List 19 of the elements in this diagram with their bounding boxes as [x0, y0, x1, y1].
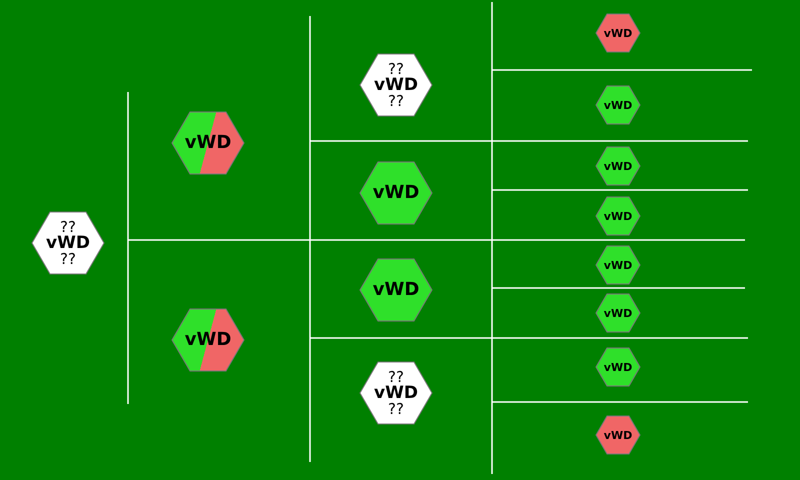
vwd-label: vWD	[46, 234, 90, 252]
vwd-label: vWD	[374, 384, 418, 402]
vwd-label: vWD	[604, 430, 632, 440]
unknown-status-text: ??	[388, 370, 404, 384]
vwd-label: vWD	[604, 210, 632, 222]
unknown-status-text: ??	[388, 94, 404, 108]
unknown-status-text: ??	[60, 252, 76, 266]
vwd-label: vWD	[604, 362, 632, 372]
vwd-label: vWD	[604, 100, 632, 110]
vwd-label: vWD	[604, 160, 632, 172]
unknown-status-text: ??	[388, 402, 404, 416]
vwd-label: vWD	[604, 260, 632, 270]
vwd-label: vWD	[372, 184, 420, 202]
vwd-label: vWD	[604, 28, 632, 38]
unknown-status-text: ??	[60, 220, 76, 234]
vwd-label: vWD	[604, 308, 632, 318]
vwd-label: vWD	[372, 281, 420, 299]
vwd-label: vWD	[374, 76, 418, 94]
unknown-status-text: ??	[388, 62, 404, 76]
